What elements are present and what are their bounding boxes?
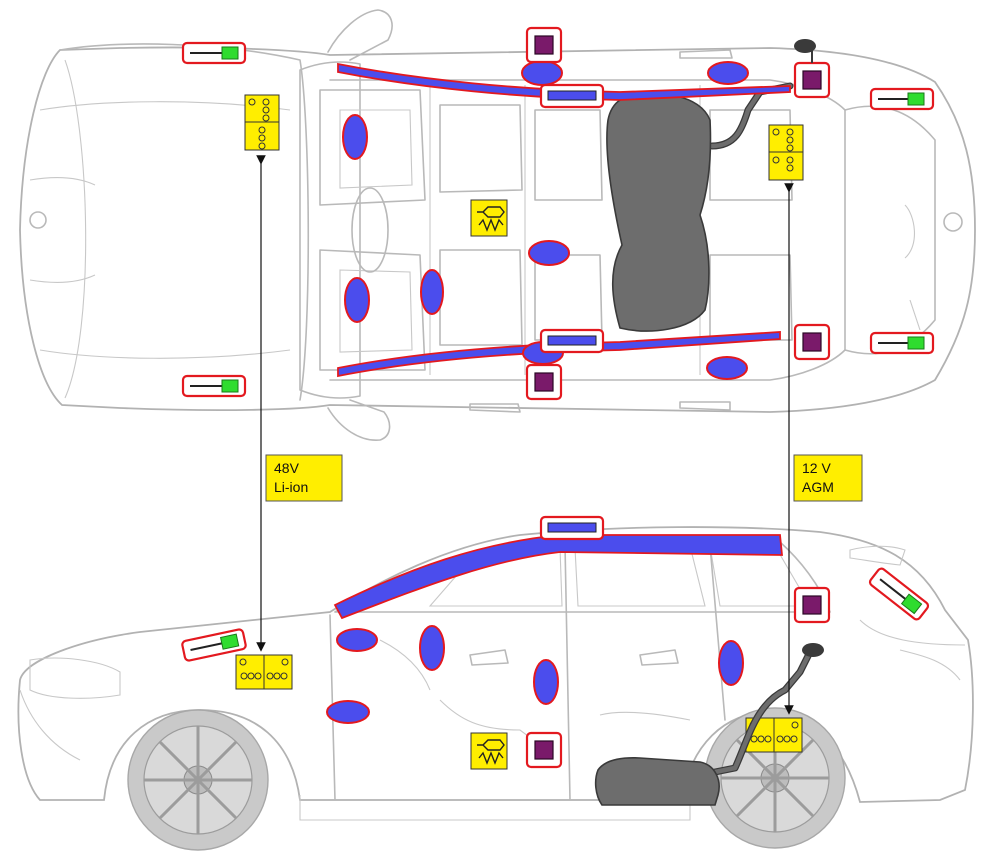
crash-sensor-icon [525,363,563,401]
crash-sensor-icon [793,39,831,99]
crash-sensor-icon [525,26,563,64]
battery-icon [235,654,293,690]
control-unit-icon [470,732,508,770]
airbag-icon [342,114,368,160]
crash-sensor-icon [525,731,563,769]
airbag-icon [706,356,748,380]
crash-sensor-icon [793,586,831,624]
curtain-airbag-right-top [337,331,781,378]
curtain-airbag-side [333,534,783,620]
airbag-icon [528,240,570,266]
pretensioner-icon [869,331,935,355]
battery-12v-line2: AGM [802,479,834,495]
pretensioner-icon [869,87,935,111]
airbag-icon [707,61,749,85]
airbag-icon [344,277,370,323]
front-wheel [127,709,269,851]
pretensioner-icon [181,374,247,398]
crash-sensor-icon [793,323,831,361]
airbag-icon [336,628,378,652]
fuel-tank-icon [606,93,712,332]
car-side-view [17,526,974,821]
curtain-inflator-top-left [539,83,605,109]
battery-12v-line1: 12 V [802,460,831,476]
pretensioner-icon [868,567,930,621]
curtain-airbag-left-top [337,62,791,101]
curtain-inflator-top-right [539,328,605,354]
battery-icon [768,124,804,181]
fuel-tank-top [606,82,794,332]
airbag-icon [718,640,744,686]
airbag-icon [419,625,445,671]
fuel-tank-icon [594,757,720,806]
airbag-icon [533,659,559,705]
control-unit-icon [470,199,508,237]
airbag-icon [326,700,370,724]
battery-48v-line2: Li-ion [274,479,308,495]
battery-48v-label: 48V Li-ion [265,454,343,502]
pretensioner-icon [181,628,247,662]
battery-12v-label: 12 V AGM [793,454,863,502]
pretensioner-icon [181,41,247,65]
curtain-inflator-side [539,515,605,541]
airbag-icon [521,60,563,86]
battery-48v-line1: 48V [274,460,300,476]
airbag-icon [420,269,444,315]
battery-icon [244,94,280,151]
rear-wheel [704,707,846,849]
